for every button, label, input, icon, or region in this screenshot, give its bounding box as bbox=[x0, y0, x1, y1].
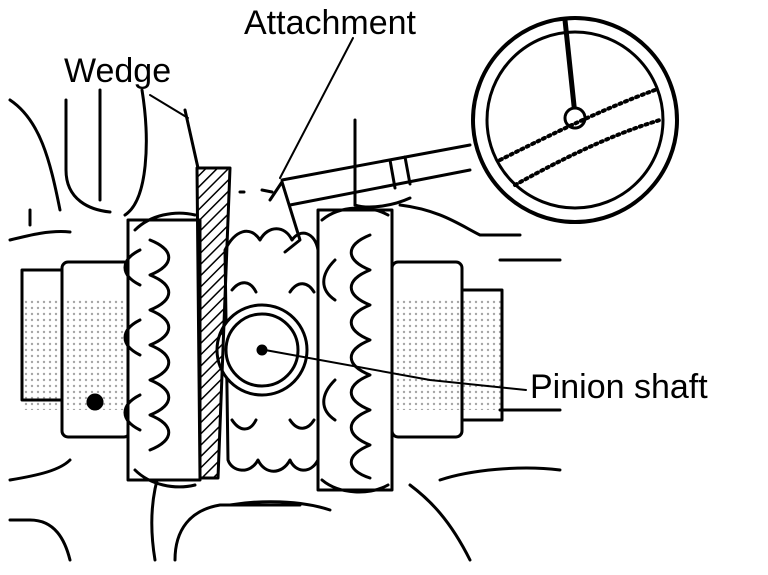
attachment-leader bbox=[279, 37, 354, 179]
housing-outline bbox=[8, 88, 562, 562]
right-side-gear bbox=[316, 206, 394, 494]
dial-indicator-gauge bbox=[471, 16, 679, 224]
pinion-shaft-leader bbox=[264, 349, 527, 391]
leader-lines bbox=[149, 37, 527, 391]
left-side-gear bbox=[123, 211, 202, 489]
wedge-label: Wedge bbox=[64, 52, 172, 90]
attachment-label: Attachment bbox=[244, 4, 416, 42]
dial-indicator-arm bbox=[280, 143, 472, 207]
pinion-shaft bbox=[215, 303, 309, 397]
pinion-shaft-label: Pinion shaft bbox=[530, 368, 708, 406]
left-axle-housing bbox=[20, 260, 132, 439]
right-axle-housing bbox=[390, 260, 504, 439]
wedge bbox=[183, 108, 232, 480]
wedge-leader bbox=[149, 94, 189, 119]
attachment-probe bbox=[238, 180, 302, 254]
